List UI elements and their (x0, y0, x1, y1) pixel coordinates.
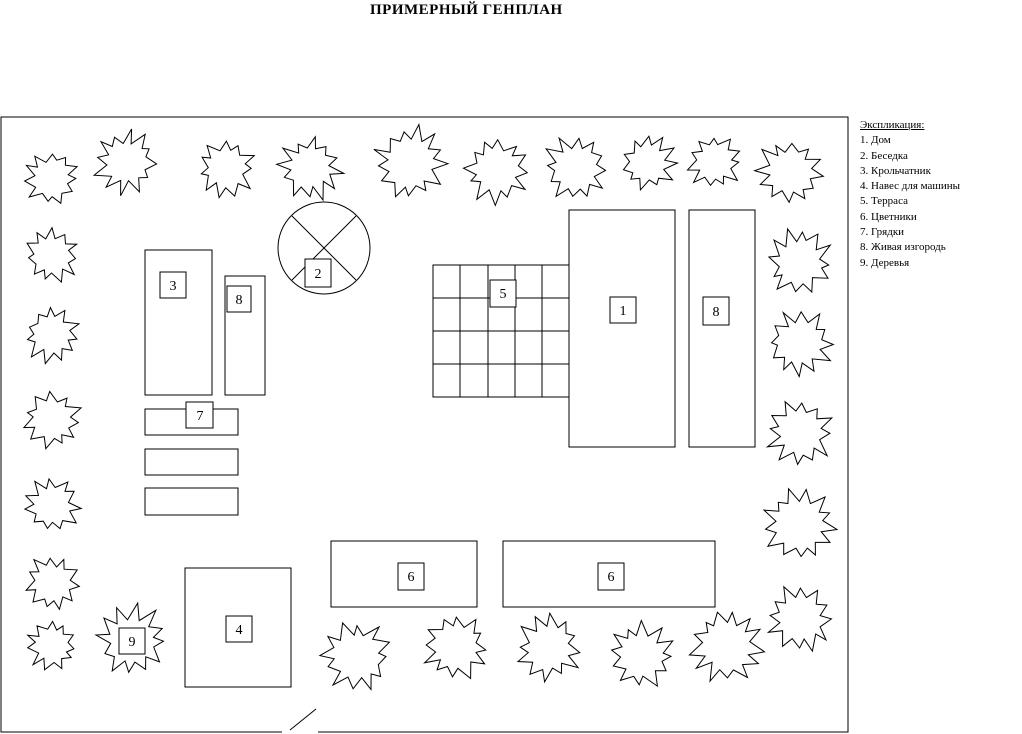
tree-12 (26, 306, 81, 365)
gazebo (277, 201, 371, 295)
garden-bed-3 (144, 487, 239, 516)
hedge-right (688, 209, 756, 448)
garden-bed-2 (144, 448, 239, 476)
tree-15 (24, 557, 81, 611)
flowerbed-left (330, 540, 478, 608)
legend-heading: Экспликация: (860, 119, 925, 131)
legend-item-flowerbeds: 6. Цветники (860, 210, 917, 223)
tree-1 (23, 153, 79, 205)
label-box-house: 1 (609, 296, 637, 324)
flowerbed-right (502, 540, 716, 608)
label-rabbitry: 3 (170, 279, 177, 294)
tree-17 (767, 227, 832, 294)
tree-26 (688, 611, 766, 683)
legend-item-trees: 9. Деревья (860, 256, 910, 269)
legend-item-terrace: 5. Терраса (860, 195, 908, 208)
tree-21 (766, 585, 833, 653)
label-box-flowerbed-right: 6 (597, 562, 625, 591)
tree-14 (23, 477, 83, 530)
tree-25 (610, 619, 674, 688)
tree-24 (516, 611, 581, 684)
tree-11 (26, 226, 79, 284)
legend-item-carport: 4. Навес для машины (860, 180, 961, 193)
gate (289, 708, 317, 731)
legend-item-rabbitry: 3. Крольчатник (860, 164, 931, 177)
tree-5 (373, 122, 450, 198)
tree-8 (622, 135, 680, 192)
label-box-carport: 4 (225, 615, 253, 643)
tree-3 (200, 140, 256, 199)
label-flowerbed-right: 6 (608, 570, 615, 585)
carport (184, 567, 292, 688)
plot-boundary (0, 116, 849, 733)
label-carport: 4 (236, 623, 243, 638)
tree-20 (762, 487, 839, 558)
tree-10 (753, 142, 825, 204)
legend-item-beds: 7. Грядки (860, 226, 905, 239)
label-terrace: 5 (500, 287, 507, 302)
page-title: ПРИМЕРНЫЙ ГЕНПЛАН (370, 2, 563, 18)
label-box-hedge-right: 8 (702, 296, 730, 326)
tree-4 (275, 135, 346, 202)
tree-22 (318, 621, 391, 691)
label-hedge-right: 8 (713, 305, 720, 320)
label-box-flowerbed-left: 6 (397, 562, 425, 591)
tree-13 (22, 390, 83, 450)
tree-23 (423, 616, 487, 680)
rabbitry (144, 249, 213, 396)
tree-6 (462, 138, 529, 207)
label-box-rabbitry: 3 (159, 271, 187, 299)
label-box-terrace: 5 (489, 279, 517, 308)
legend-item-hedge: 8. Живая изгородь (860, 241, 946, 254)
tree-9 (686, 137, 741, 187)
legend: Экспликация: 1. Дом 2. Беседка 3. Крольч… (860, 118, 960, 271)
label-flowerbed-left: 6 (408, 570, 415, 585)
label-gazebo: 2 (315, 267, 322, 282)
label-box-gazebo: 2 (304, 258, 332, 288)
label-box-beds: 7 (185, 401, 214, 429)
tree-7 (544, 136, 607, 198)
tree-16 (26, 620, 75, 671)
label-beds: 7 (197, 409, 204, 424)
label-box-tree: 9 (118, 627, 146, 655)
tree-19 (765, 400, 834, 466)
label-house: 1 (620, 304, 627, 319)
legend-item-gazebo: 2. Беседка (860, 149, 908, 162)
label-box-hedge-left: 8 (226, 285, 252, 313)
legend-item-house: 1. Дом (860, 134, 891, 147)
tree-18 (770, 310, 835, 378)
hedge-left (224, 275, 266, 396)
label-hedge-left: 8 (236, 293, 243, 308)
label-tree: 9 (129, 635, 136, 650)
house (568, 209, 676, 448)
tree-2 (92, 128, 158, 197)
